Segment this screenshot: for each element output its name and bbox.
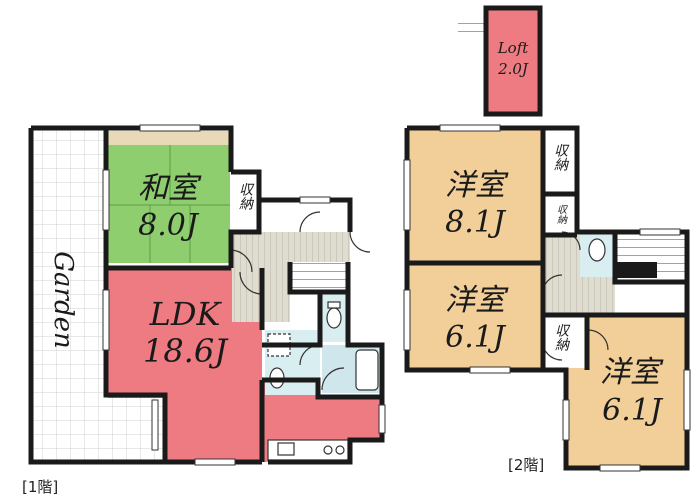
- yoshitsu-3-size: 6.1J: [602, 393, 664, 428]
- washitsu-tokonoma: [108, 131, 230, 145]
- storage-1f-label: 収納: [237, 182, 253, 210]
- yoshitsu-1-size: 8.1J: [445, 205, 507, 240]
- stairs-1f: [290, 262, 348, 292]
- garden-area: [33, 130, 105, 460]
- yoshitsu-3-name: 洋室: [600, 355, 664, 390]
- loft-wall: [483, 5, 543, 117]
- storage-2f-a-label: 収納: [552, 143, 568, 171]
- washitsu-size: 8.0J: [138, 208, 200, 243]
- loft-fill: [486, 8, 540, 114]
- second-floor: Loft 2.0J: [403, 5, 691, 474]
- storage-2f-a-fill: [545, 130, 575, 192]
- storage-2f-c-label: 収納: [553, 323, 569, 351]
- yoshitsu-3-fill: [568, 317, 686, 466]
- walls-2f: [404, 125, 690, 471]
- fixtures-1f: [267, 301, 379, 461]
- first-floor: 和室 8.0J LDK 18.6J Garden 収納 [1階]: [22, 124, 386, 496]
- floor-1-label: [1階]: [22, 478, 58, 496]
- loft-size: 2.0J: [497, 60, 529, 78]
- windows-2f: [403, 124, 691, 472]
- stairs-2f-void: [615, 262, 657, 278]
- yoshitsu-1-name: 洋室: [445, 168, 509, 203]
- storage-1f-fill: [231, 172, 259, 232]
- floor-2-label: [2階]: [508, 456, 544, 474]
- ldk-name: LDK: [149, 295, 223, 333]
- toilet-2f-bowl: [588, 238, 606, 262]
- loft-name: Loft: [497, 39, 530, 57]
- yoshitsu-2-fill: [409, 265, 542, 369]
- storage-2f-b-fill: [545, 197, 575, 233]
- windows-1f: [102, 124, 386, 466]
- yoshitsu-2-size: 6.1J: [445, 320, 507, 355]
- ldk-fill: [108, 268, 380, 462]
- door-swings-1f: [229, 211, 371, 391]
- ldk-size: 18.6J: [143, 332, 229, 370]
- yoshitsu-2-name: 洋室: [445, 283, 509, 318]
- storage-2f-c-fill: [545, 317, 577, 367]
- storage-2f-b-label: 収納: [555, 204, 567, 224]
- washitsu-fill: [108, 145, 230, 263]
- yoshitsu-1-fill: [409, 130, 542, 262]
- loft-ladder: [458, 17, 486, 35]
- tatami-lines: [108, 145, 230, 263]
- garden-label: Garden: [48, 251, 78, 348]
- washitsu-name: 和室: [138, 171, 202, 206]
- hall-1f-b: [290, 232, 350, 262]
